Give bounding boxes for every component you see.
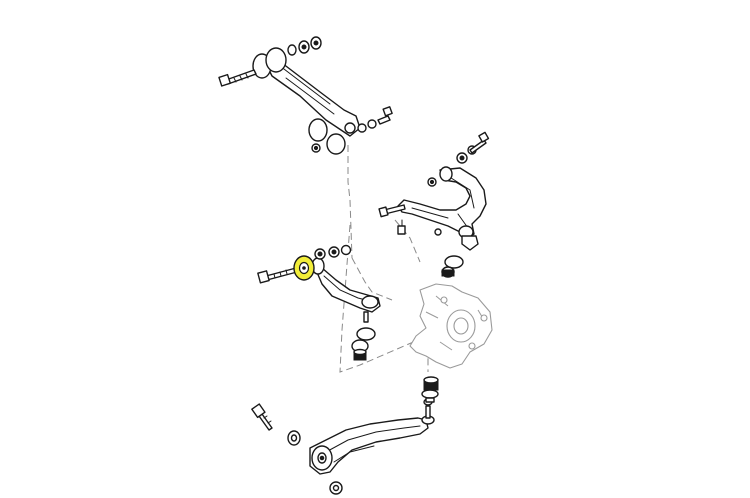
upper-wishbone-assembly xyxy=(378,131,490,278)
upper-control-arm-washers xyxy=(314,244,352,260)
trailing-arm-front-washers xyxy=(287,36,322,56)
trailing-arm-rear-bushing xyxy=(308,118,328,142)
upper-wishbone-inner-bolt xyxy=(378,204,442,236)
lower-control-arm-assembly xyxy=(251,376,439,495)
upper-control-arm-bolt xyxy=(257,267,298,284)
upper-control-arm-bushing[interactable] xyxy=(293,255,315,281)
upper-wishbone-pivot-bolt xyxy=(469,131,490,154)
lower-control-arm-ball-joint xyxy=(421,398,435,425)
trailing-arm-assembly xyxy=(218,36,393,155)
lower-control-arm-washers xyxy=(287,430,343,495)
upper-ball-joint-hardware xyxy=(441,255,464,278)
lower-ball-joint-hardware xyxy=(421,376,439,403)
lower-control-arm-bolt xyxy=(251,403,273,431)
upper-control-arm-ball-joint xyxy=(351,311,376,361)
trailing-arm-rear-hardware xyxy=(311,106,393,153)
trailing-arm-front-bolt xyxy=(218,69,257,87)
steering-knuckle xyxy=(409,283,493,369)
upper-wishbone xyxy=(397,167,487,239)
lower-control-arm xyxy=(309,417,429,475)
upper-control-arm-assembly xyxy=(257,244,381,361)
